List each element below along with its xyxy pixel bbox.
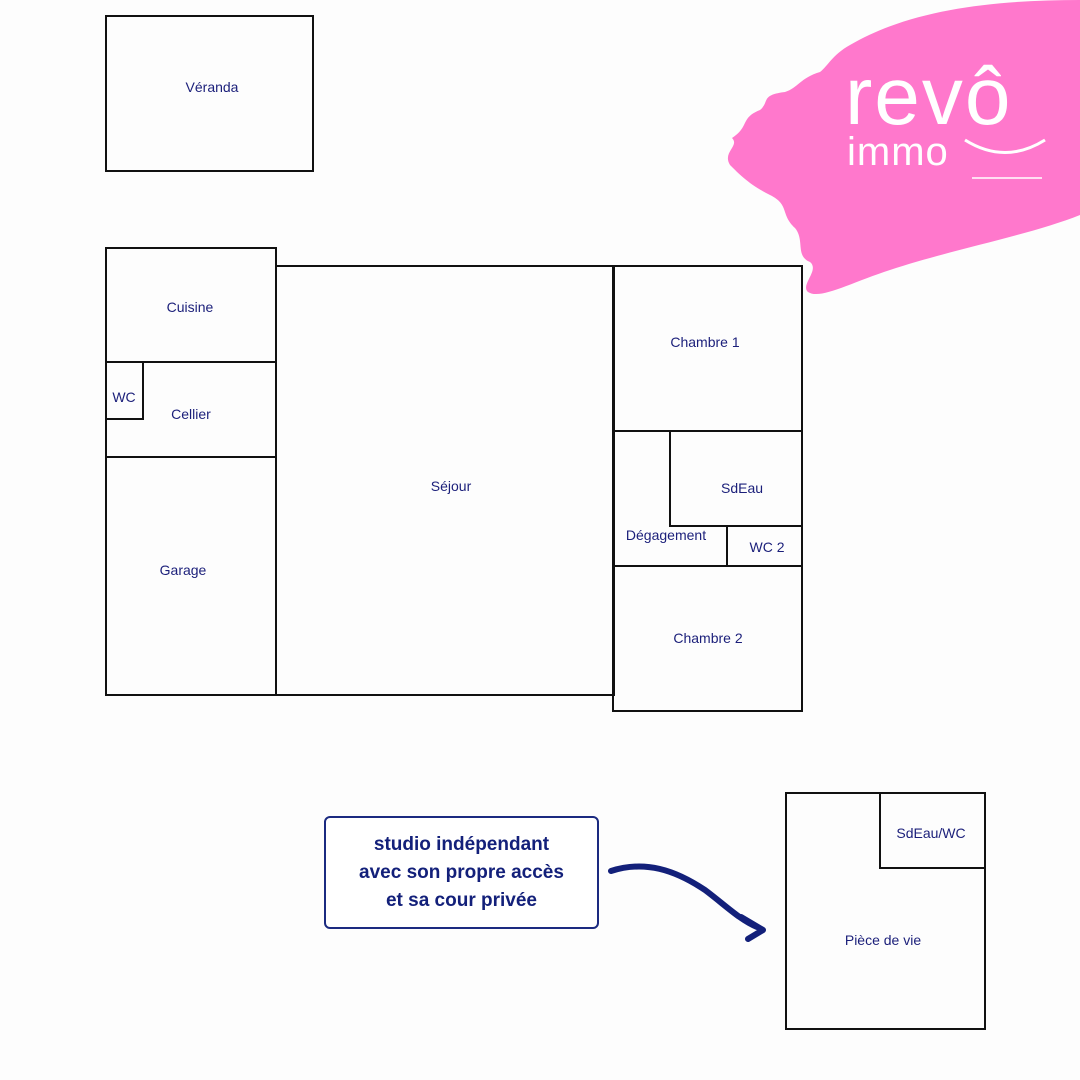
label-cuisine: Cuisine xyxy=(166,299,214,315)
room-chambre-2 xyxy=(612,565,803,712)
label-chambre-2: Chambre 2 xyxy=(673,630,743,646)
label-sdeau: SdEau xyxy=(720,480,764,496)
room-sdeau-wc xyxy=(879,792,986,869)
label-sdeau-wc: SdEau/WC xyxy=(896,825,966,841)
brand-word-immo: immo xyxy=(847,130,949,174)
studio-note-box: studio indépendant avec son propre accès… xyxy=(324,816,599,929)
label-garage: Garage xyxy=(159,562,207,578)
label-veranda: Véranda xyxy=(185,79,239,95)
smile-icon xyxy=(964,138,1046,179)
label-wc: WC xyxy=(112,389,136,405)
note-line-2: avec son propre accès xyxy=(359,861,564,883)
brush-stroke-icon xyxy=(727,0,1080,295)
arrow-icon xyxy=(608,863,766,942)
label-sejour: Séjour xyxy=(430,478,472,494)
note-line-3: et sa cour privée xyxy=(385,889,537,911)
brand-logo: revô immo xyxy=(700,0,1080,310)
label-piece-de-vie: Pièce de vie xyxy=(844,932,922,948)
room-sdeau xyxy=(669,430,803,527)
brand-word-revo: revô xyxy=(845,51,1013,142)
label-cellier: Cellier xyxy=(171,406,211,422)
room-sejour xyxy=(275,265,615,696)
label-degagement: Dégagement xyxy=(625,527,707,543)
note-line-1: studio indépendant xyxy=(373,833,550,855)
room-veranda xyxy=(105,15,314,172)
room-wc xyxy=(105,361,144,420)
label-chambre-1: Chambre 1 xyxy=(670,334,740,350)
label-wc-2: WC 2 xyxy=(749,539,785,555)
